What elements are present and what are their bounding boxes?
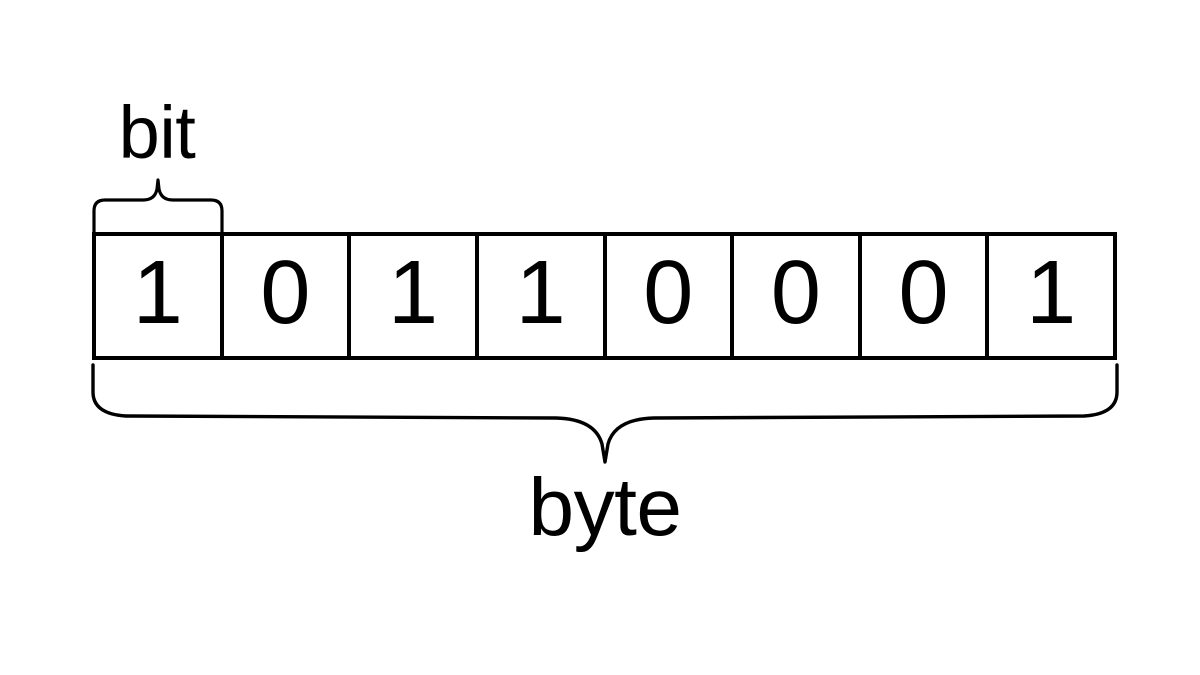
bit-value: 1 xyxy=(388,243,439,343)
bit-cell-4: 0 xyxy=(606,236,735,356)
curly-brace-up-icon xyxy=(88,176,228,235)
bit-cell-7: 1 xyxy=(989,236,1113,356)
bit-cell-2: 1 xyxy=(351,236,479,356)
bit-cell-1: 0 xyxy=(223,236,352,356)
bit-value: 0 xyxy=(643,243,694,343)
bit-cell-3: 1 xyxy=(478,236,607,356)
bit-value: 1 xyxy=(515,243,566,343)
bit-value: 0 xyxy=(898,243,949,343)
bit-cell-5: 0 xyxy=(734,236,862,356)
curly-brace-down-icon xyxy=(88,362,1121,466)
byte-grid: 1 0 1 1 0 0 0 1 xyxy=(92,232,1117,360)
bit-value: 1 xyxy=(1026,243,1077,343)
bit-value: 0 xyxy=(260,243,311,343)
bit-value: 0 xyxy=(770,243,821,343)
byte-label: byte xyxy=(528,462,683,553)
bit-label: bit xyxy=(118,91,196,174)
bit-cell-0: 1 xyxy=(96,236,224,356)
bit-cell-6: 0 xyxy=(861,236,990,356)
bit-value: 1 xyxy=(132,243,183,343)
